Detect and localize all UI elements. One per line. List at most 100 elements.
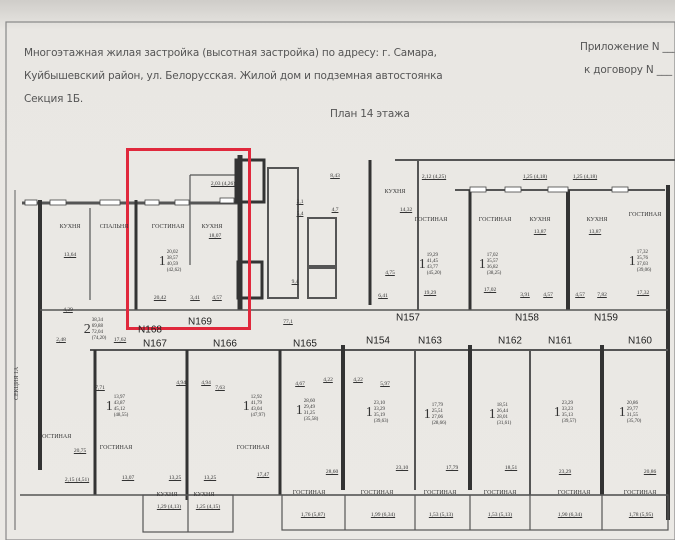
area-value: (48,55) <box>113 413 129 418</box>
apartment-number: N162 <box>498 335 522 347</box>
area-value: 38,34 <box>91 318 103 323</box>
room-area: 17,02 <box>483 287 497 293</box>
room-label: КУХНЯ <box>586 217 608 223</box>
apartment-number: N168 <box>138 324 162 336</box>
room-area: 2,48 <box>56 337 66 343</box>
area-value: 26,44 <box>496 409 508 414</box>
room-area: 18,51 <box>504 465 518 471</box>
area-value: 43,87 <box>113 401 125 406</box>
room-label: ГОСТИНАЯ <box>483 490 517 496</box>
room-count: 1 <box>295 403 303 418</box>
room-area: 4,94 <box>201 380 211 386</box>
area-value: (39,06) <box>636 268 652 273</box>
area-value: 41,79 <box>250 401 262 406</box>
room-area: 2,1 <box>296 199 304 205</box>
area-value: 72,04 <box>91 330 103 335</box>
room-count: 1 <box>618 405 626 420</box>
room-count: 1 <box>423 407 431 422</box>
area-value: (47,97) <box>250 413 266 418</box>
room-area: 1,53 (5,13) <box>428 512 454 518</box>
area-value: 25,51 <box>431 409 443 414</box>
area-value: 27,06 <box>431 415 443 420</box>
room-area: 13,87 <box>588 229 602 235</box>
area-value: 17,02 <box>486 253 498 258</box>
room-label: ГОСТИНАЯ <box>99 445 133 451</box>
area-value: 18,51 <box>496 403 508 408</box>
room-count: 1 <box>478 257 486 272</box>
room-label: ГОСТИНАЯ <box>236 445 270 451</box>
area-value: (42,62) <box>166 268 182 273</box>
room-area: 2,03 (4,26) <box>210 181 236 187</box>
area-value: 20,86 <box>626 401 638 406</box>
room-area: 4,57 <box>575 292 585 298</box>
room-area: 23,10 <box>395 465 409 471</box>
area-value: 17,79 <box>431 403 443 408</box>
room-area: 4,57 <box>212 295 222 301</box>
area-value: (38,25) <box>486 271 502 276</box>
area-value: 35,13 <box>561 413 573 418</box>
highlighted-apartment-frame <box>126 148 251 330</box>
room-area: 4,67 <box>295 381 305 387</box>
room-label: КУХНЯ <box>193 492 215 498</box>
room-area: 20,86 <box>643 469 657 475</box>
apartment-number: N165 <box>293 338 317 350</box>
apartment-number: N158 <box>515 312 539 324</box>
area-value: 35,57 <box>486 259 498 264</box>
room-area: 17,62 <box>113 337 127 343</box>
room-area: 1,25 (4,15) <box>195 504 221 510</box>
area-value: 40,59 <box>166 262 178 267</box>
room-area: 20,75 <box>73 448 87 454</box>
area-value: 29,77 <box>626 407 638 412</box>
room-area: 19,29 <box>423 290 437 296</box>
area-value: 35,76 <box>636 256 648 261</box>
area-value: 38,57 <box>166 256 178 261</box>
room-label: КУХНЯ <box>529 217 551 223</box>
area-value: 33,29 <box>373 407 385 412</box>
area-value: 17,32 <box>636 250 648 255</box>
plan-title: План 14 этажа <box>330 108 410 120</box>
room-label: ГОСТИНАЯ <box>38 434 72 440</box>
room-area: 18,07 <box>208 233 222 239</box>
apartment-number: N161 <box>548 335 572 347</box>
area-value: 69,88 <box>91 324 103 329</box>
room-area: 28,60 <box>325 469 339 475</box>
area-value: (45,20) <box>426 271 442 276</box>
room-area: 23,29 <box>558 469 572 475</box>
apartment-number: N157 <box>396 312 420 324</box>
area-value: 19,29 <box>426 253 438 258</box>
room-area: 17,79 <box>445 465 459 471</box>
room-area: 13,87 <box>533 229 547 235</box>
room-area: 4,75 <box>385 270 395 276</box>
area-value: 12,92 <box>250 395 262 400</box>
room-label: ГОСТИНАЯ <box>557 490 591 496</box>
room-area: 3,41 <box>190 295 200 301</box>
contract-label: к договору N ___ <box>584 64 672 76</box>
room-label: ГОСТИНАЯ <box>292 490 326 496</box>
room-area: 1,76 (5,87) <box>300 512 326 518</box>
room-area: 9,4 <box>291 279 299 285</box>
area-value: 43,77 <box>426 265 438 270</box>
area-value: 37,03 <box>636 262 648 267</box>
room-count: 1 <box>553 405 561 420</box>
room-area: 20,42 <box>153 295 167 301</box>
room-area: 7,82 <box>597 292 607 298</box>
room-count: 1 <box>242 399 250 414</box>
room-area: 5,97 <box>380 381 390 387</box>
room-count: 1 <box>105 399 113 414</box>
room-label: КУХНЯ <box>384 189 406 195</box>
area-value: 23,29 <box>561 401 573 406</box>
